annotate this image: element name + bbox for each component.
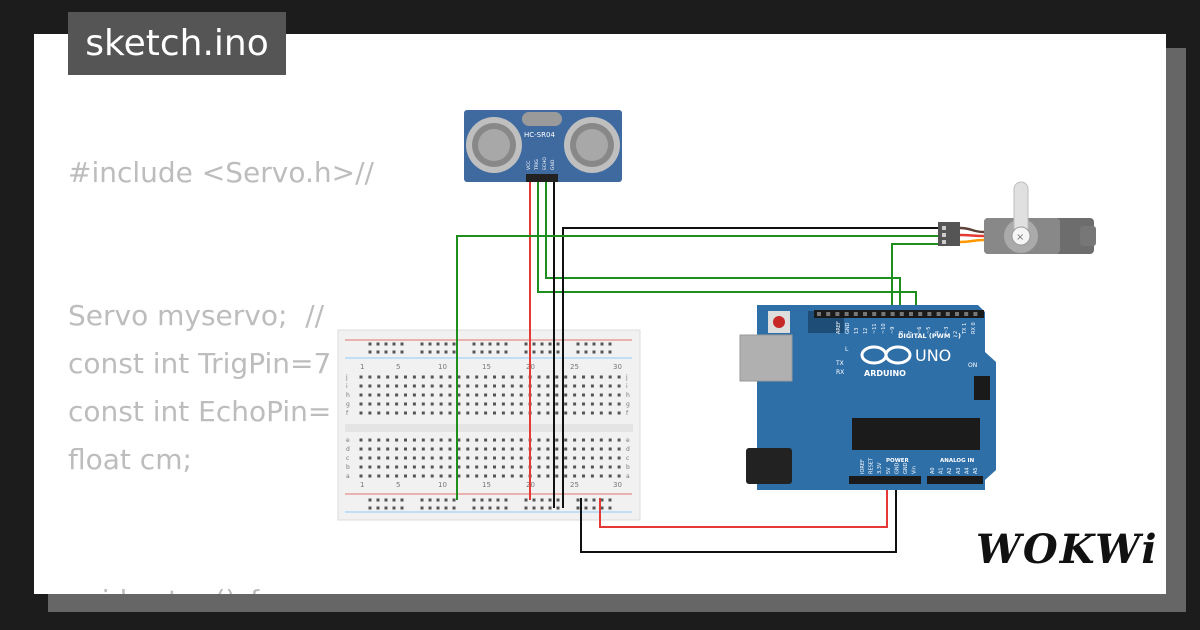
bb-row-letter: a [346, 473, 350, 480]
analog-pin-label: A1 [939, 467, 945, 474]
bb-row-letter: f [346, 410, 349, 417]
power-pin-label: Vin [912, 466, 918, 474]
sensor-pin-trig-label: TRIG [534, 159, 540, 171]
bb-row-letter: e [346, 437, 350, 444]
power-header-label: POWER [886, 458, 910, 464]
power-pin-label: GND [903, 462, 909, 474]
code-line: Servo myservo; // [68, 299, 325, 332]
rx-led-label: RX [836, 369, 844, 376]
ultrasonic-sensor[interactable]: HC-SR04 VCC TRIG ECHO GND [464, 110, 622, 182]
bb-col-10-bottom: 10 [438, 481, 447, 489]
digital-pin-label: ~10 [881, 323, 887, 334]
bb-row-letter: c [626, 455, 629, 462]
digital-pin-label: RX 0 [971, 322, 977, 334]
bb-row-letter: f [626, 410, 629, 417]
sensor-pin-gnd-label: GND [550, 159, 556, 170]
power-pin-label: 5V [886, 467, 892, 474]
l-led-label: L [845, 346, 849, 353]
on-led-label: ON [968, 362, 977, 369]
bb-row-letter: g [346, 401, 350, 408]
digital-pin-label: 12 [863, 328, 869, 334]
digital-pin-label: ~6 [917, 327, 923, 334]
digital-pin-label: 4 [935, 331, 941, 334]
sensor-label: HC-SR04 [524, 131, 555, 139]
bb-row-letter: c [346, 455, 349, 462]
digital-pin-label: 2 [953, 331, 959, 334]
digital-pin-label: ~3 [944, 327, 950, 334]
bb-row-letter: h [626, 392, 630, 399]
code-line: const int TrigPin=7 [68, 347, 332, 380]
bb-row-letter: i [626, 383, 628, 390]
bb-row-letter: h [346, 392, 350, 399]
wires [456, 182, 940, 553]
analog-pin-label: A4 [964, 467, 970, 474]
power-pin-label: 3.3V [877, 462, 883, 474]
digital-pin-label: ~9 [890, 327, 896, 334]
power-pin-label: GND [894, 462, 900, 474]
digital-pin-label: GND [845, 322, 851, 334]
bb-row-letter: j [345, 374, 348, 381]
digital-pin-label: 13 [854, 328, 860, 334]
bb-row-letter: d [346, 446, 350, 453]
bb-col-1: 1 [360, 363, 364, 371]
code-line: #include <Servo.h>// [68, 156, 374, 189]
bb-row-letter: g [626, 401, 630, 408]
tx-led-label: TX [835, 360, 844, 367]
analog-pin-label: A2 [947, 467, 953, 474]
digital-pin-label: ~11 [872, 323, 878, 334]
code-line: void setup() { [68, 584, 263, 594]
bb-col-15: 15 [482, 363, 491, 371]
bb-row-letter: d [626, 446, 630, 453]
bb-row-letter: b [346, 464, 350, 471]
bb-col-5: 5 [396, 363, 400, 371]
digital-pin-label: 8 [899, 331, 905, 334]
digital-pin-label: ~5 [926, 327, 932, 334]
bb-col-1-bottom: 1 [360, 481, 364, 489]
power-pin-label: RESET [869, 457, 875, 474]
file-title-badge: sketch.ino [68, 12, 286, 75]
digital-pin-label: TX 1 [962, 323, 968, 335]
wokwi-logo: WOKWi [976, 526, 1159, 573]
bb-col-25-bottom: 25 [570, 481, 579, 489]
analog-pin-label: A0 [930, 467, 936, 474]
svg-text:×: × [1016, 232, 1024, 243]
sensor-pin-vcc-label: VCC [526, 161, 532, 170]
board-model-label: UNO [915, 346, 951, 365]
bb-row-letter: e [626, 437, 630, 444]
bb-row-letter: a [626, 473, 630, 480]
code-line: const int EchoPin= [68, 395, 332, 428]
bb-row-letter: i [346, 383, 348, 390]
sensor-pin-echo-label: ECHO [542, 157, 548, 170]
board-brand-label: ARDUINO [864, 369, 906, 378]
servo-motor[interactable]: × [938, 181, 1096, 254]
bb-col-30: 30 [613, 363, 622, 371]
analog-pin-label: A3 [956, 467, 962, 474]
bb-col-10: 10 [438, 363, 447, 371]
bb-col-30-bottom: 30 [613, 481, 622, 489]
bb-col-5-bottom: 5 [396, 481, 400, 489]
analog-header-label: ANALOG IN [940, 458, 975, 464]
code-editor: #include <Servo.h>// Servo myservo; // c… [68, 34, 374, 594]
code-line: float cm; [68, 443, 192, 476]
bb-col-25: 25 [570, 363, 579, 371]
digital-pin-label: 7 [908, 331, 914, 334]
bb-row-letter: j [625, 374, 628, 381]
bb-col-15-bottom: 15 [482, 481, 491, 489]
digital-header-label: DIGITAL (PWM ~) [898, 332, 961, 340]
power-pin-label: IOREF [860, 459, 866, 474]
arduino-logo-icon [860, 345, 912, 365]
analog-pin-label: A5 [973, 467, 979, 474]
digital-pin-label: AREF [836, 321, 842, 334]
bb-row-letter: b [626, 464, 630, 471]
